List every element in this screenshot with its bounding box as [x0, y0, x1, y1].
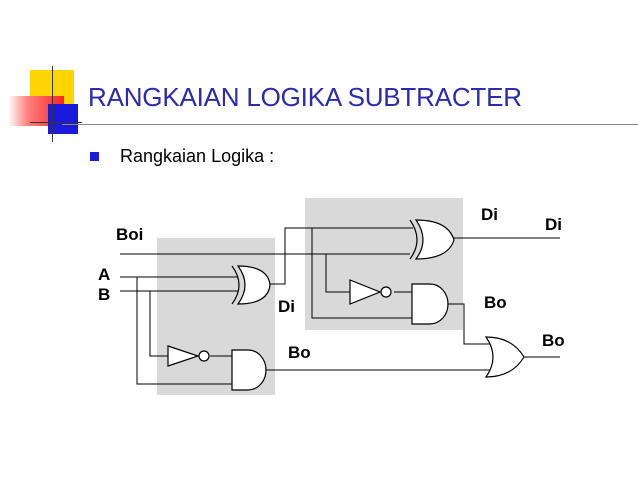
- wire-bo-half2: [448, 303, 491, 345]
- label-bo-half2: Bo: [484, 293, 507, 312]
- wire-di-half1: [268, 227, 413, 285]
- wire-boi-not2: [325, 254, 350, 293]
- decor-horizontal-line: [30, 122, 82, 123]
- label-di-half1: Di: [278, 297, 295, 316]
- title-rule: [62, 124, 638, 125]
- wire-a-not: [136, 277, 232, 385]
- slide-title: RANGKAIAN LOGIKA SUBTRACTER: [88, 82, 522, 112]
- and-gate-1: [231, 349, 267, 391]
- label-bo-half1: Bo: [288, 343, 311, 362]
- label-di-out: Di: [545, 215, 562, 234]
- xor-gate-2: [409, 219, 455, 260]
- label-a: A: [98, 265, 110, 284]
- not-gate-2: [349, 279, 392, 305]
- or-gate: [484, 336, 525, 378]
- label-boi: Boi: [116, 225, 143, 244]
- bullet-icon: [90, 152, 99, 161]
- wire-b-and: [149, 291, 168, 357]
- decor-vertical-line: [52, 66, 53, 142]
- bullet-text: Rangkaian Logika :: [120, 146, 275, 166]
- label-di-half2: Di: [481, 205, 498, 224]
- not-gate-1: [167, 345, 210, 367]
- label-b: B: [98, 285, 110, 304]
- decor-blue-square: [48, 104, 78, 134]
- and-gate-2: [411, 283, 449, 325]
- label-bo-out: Bo: [542, 331, 565, 350]
- xor-gate-1: [231, 265, 271, 305]
- wire-d-and2: [311, 228, 414, 319]
